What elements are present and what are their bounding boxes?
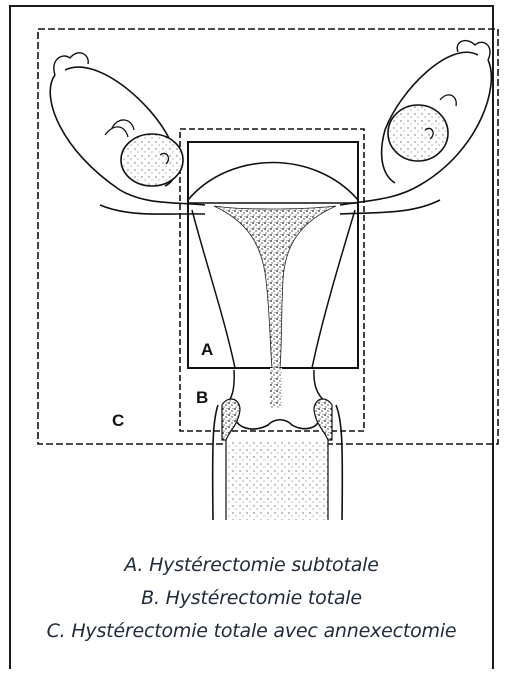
zone-a-label: A: [201, 340, 213, 359]
vaginal-wall-right: [336, 405, 342, 520]
right-fornix: [314, 399, 332, 440]
left-fornix: [222, 399, 240, 440]
left-fallopian-tube: [50, 67, 205, 214]
caption-subtotal: A. Hystérectomie subtotale: [9, 554, 494, 576]
zone-c-label: C: [112, 411, 124, 430]
vaginal-canal: [226, 440, 328, 520]
cervical-canal: [270, 368, 282, 408]
vaginal-wall-left: [213, 405, 218, 520]
left-ovary: [121, 134, 183, 186]
zone-b-label: B: [196, 388, 208, 407]
cervix-lips: [234, 410, 319, 429]
caption-total: B. Hystérectomie totale: [9, 587, 494, 609]
uterus-fundus: [188, 163, 358, 201]
right-ovary: [388, 105, 448, 161]
left-tube-fimbriae: [54, 53, 88, 75]
uterus-left-wall: [192, 210, 235, 368]
caption-total-adnexectomy: C. Hystérectomie totale avec annexectomi…: [9, 620, 494, 642]
uterus-right-wall: [312, 210, 355, 368]
right-tube-fimbriae: [457, 41, 490, 60]
